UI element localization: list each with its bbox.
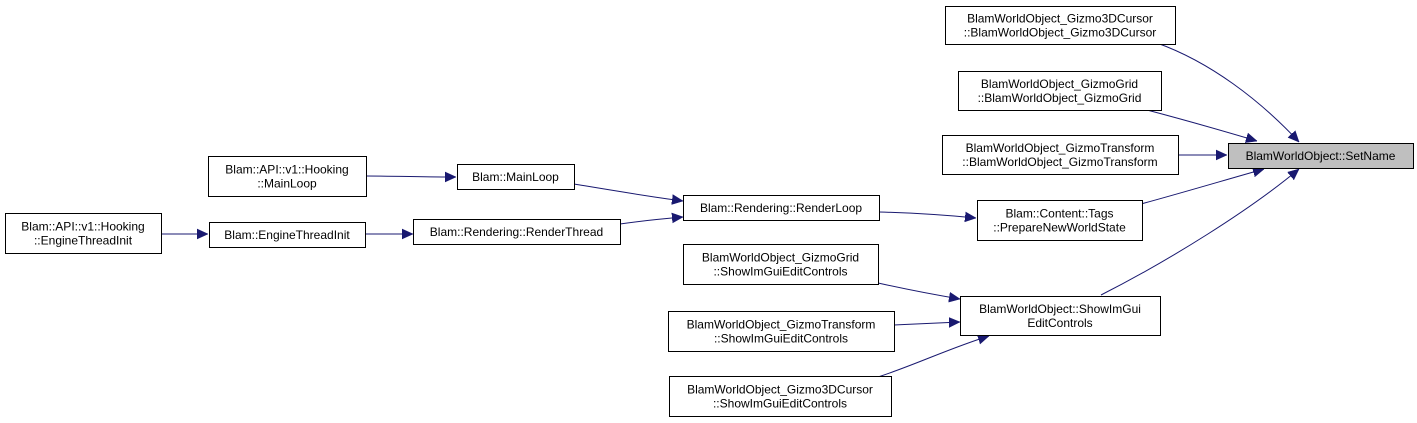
node-main-loop[interactable]: Blam::MainLoop <box>457 164 575 190</box>
node-label-line: Blam::MainLoop <box>472 170 559 184</box>
node-hooking-engine-thread-init[interactable]: Blam::API::v1::Hooking::EngineThreadInit <box>5 213 162 254</box>
node-box <box>945 6 1176 45</box>
node-label-line: ::MainLoop <box>257 177 317 191</box>
node-label-line: BlamWorldObject_GizmoGrid <box>981 77 1138 91</box>
node-label-line: Blam::Rendering::RenderLoop <box>700 201 862 215</box>
node-label-line: ::ShowImGuiEditControls <box>713 397 847 411</box>
node-box <box>1228 143 1414 169</box>
node-box <box>958 71 1162 111</box>
node-gizmogrid-show-imgui[interactable]: BlamWorldObject_GizmoGrid::ShowImGuiEdit… <box>683 244 879 285</box>
node-label-line: ::PrepareNewWorldState <box>993 221 1126 235</box>
node-box <box>960 296 1161 336</box>
node-label-line: BlamWorldObject_Gizmo3DCursor <box>687 383 873 397</box>
node-label-line: ::BlamWorldObject_GizmoTransform <box>962 155 1157 169</box>
node-label-line: Blam::Rendering::RenderThread <box>430 225 603 239</box>
edge-gizmo3dcursor-show-to-show-imgui <box>877 336 989 378</box>
node-box <box>413 219 621 245</box>
edge-render-loop-to-prepare-world-state <box>878 211 976 218</box>
node-gizmotransform-ctor[interactable]: BlamWorldObject_GizmoTransform::BlamWorl… <box>942 135 1179 175</box>
node-label-line: Blam::API::v1::Hooking <box>21 220 144 234</box>
node-label-line: ::BlamWorldObject_Gizmo3DCursor <box>964 26 1157 40</box>
node-gizmogrid-ctor[interactable]: BlamWorldObject_GizmoGrid::BlamWorldObje… <box>958 71 1162 111</box>
node-render-thread[interactable]: Blam::Rendering::RenderThread <box>413 219 621 245</box>
node-label-line: EditControls <box>1027 316 1092 330</box>
node-label-line: BlamWorldObject::ShowImGui <box>979 302 1141 316</box>
node-label-line: BlamWorldObject_GizmoGrid <box>702 251 859 265</box>
node-label-line: Blam::EngineThreadInit <box>224 228 350 242</box>
node-box <box>683 195 880 221</box>
edge-gizmotransform-show-to-show-imgui <box>893 322 960 325</box>
node-box <box>977 200 1143 241</box>
edge-hooking-main-loop-to-main-loop <box>365 176 456 177</box>
node-box <box>942 135 1179 175</box>
node-render-loop[interactable]: Blam::Rendering::RenderLoop <box>683 195 880 221</box>
node-label-line: BlamWorldObject_GizmoTransform <box>687 318 876 332</box>
node-box <box>5 213 162 254</box>
edge-gizmogrid-show-to-show-imgui <box>877 282 960 299</box>
node-gizmo3dcursor-ctor[interactable]: BlamWorldObject_Gizmo3DCursor::BlamWorld… <box>945 6 1176 45</box>
node-box <box>668 311 895 352</box>
node-engine-thread-init[interactable]: Blam::EngineThreadInit <box>209 222 366 248</box>
edges <box>161 42 1299 378</box>
edge-show-imgui-to-set-name <box>1100 169 1299 296</box>
node-label-line: ::ShowImGuiEditControls <box>713 265 847 279</box>
node-box <box>683 244 879 285</box>
edge-main-loop-to-render-loop <box>573 183 683 201</box>
node-gizmotransform-show-imgui[interactable]: BlamWorldObject_GizmoTransform::ShowImGu… <box>668 311 895 352</box>
node-box <box>209 222 366 248</box>
edge-prepare-world-state-to-set-name <box>1140 169 1264 205</box>
node-gizmo3dcursor-show-imgui[interactable]: BlamWorldObject_Gizmo3DCursor::ShowImGui… <box>669 376 892 417</box>
node-label-line: Blam::API::v1::Hooking <box>225 163 348 177</box>
node-label-line: BlamWorldObject_GizmoTransform <box>966 141 1155 155</box>
edge-gizmogrid-ctor-to-set-name <box>1146 109 1257 141</box>
nodes: BlamWorldObject::SetName BlamWorldObject… <box>5 6 1414 417</box>
node-box <box>457 164 575 190</box>
node-box <box>669 376 892 417</box>
node-label-line: ::EngineThreadInit <box>34 234 133 248</box>
edge-render-thread-to-render-loop <box>619 217 683 225</box>
node-box <box>208 156 367 197</box>
node-label-line: Blam::Content::Tags <box>1005 207 1113 221</box>
node-label-line: ::BlamWorldObject_GizmoGrid <box>978 91 1142 105</box>
node-hooking-main-loop[interactable]: Blam::API::v1::Hooking::MainLoop <box>208 156 367 197</box>
edge-gizmo3dcursor-ctor-to-set-name <box>1156 42 1299 142</box>
node-show-imgui-edit-controls[interactable]: BlamWorldObject::ShowImGuiEditControls <box>960 296 1161 336</box>
node-set-name[interactable]: BlamWorldObject::SetName <box>1228 143 1414 169</box>
node-label-line: BlamWorldObject_Gizmo3DCursor <box>967 12 1153 26</box>
node-label-line: ::ShowImGuiEditControls <box>714 332 848 346</box>
node-label-line: BlamWorldObject::SetName <box>1246 149 1396 163</box>
node-prepare-new-world-state[interactable]: Blam::Content::Tags::PrepareNewWorldStat… <box>977 200 1143 241</box>
